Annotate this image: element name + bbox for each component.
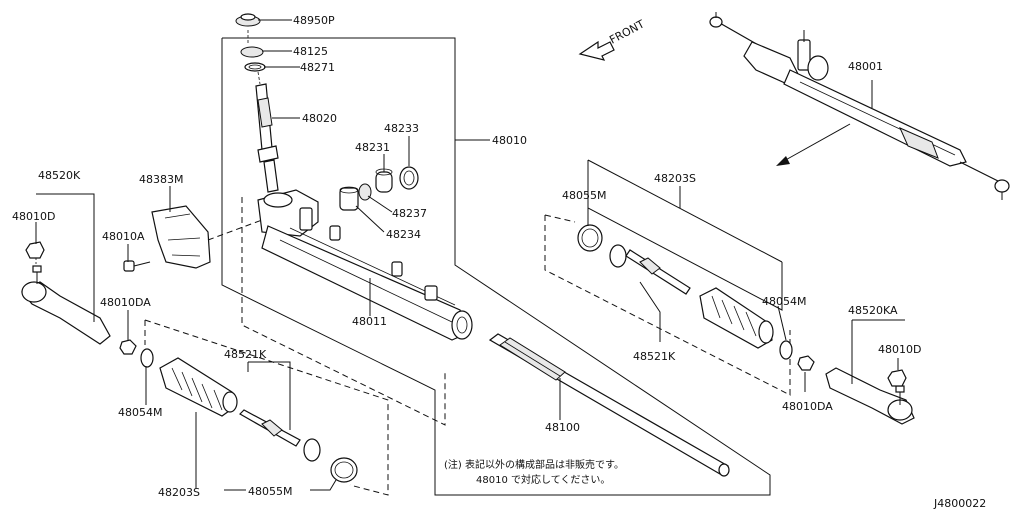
label-48271: 48271 [300,61,335,74]
front-label: FRONT [607,17,647,46]
leader-lines [35,19,905,491]
label-48054M-left: 48054M [118,406,162,419]
inner-socket-48521K-left [239,409,321,462]
right-kit-dashed-outline [544,215,791,396]
label-48010: 48010 [492,134,527,147]
nut-48010DA-left [119,339,137,355]
assembly-arrow-head [776,156,790,166]
steering-assembly-48001 [709,12,1010,200]
label-48234: 48234 [386,228,421,241]
label-48520K: 48520K [38,169,81,182]
clamp-48054M-right [779,340,793,360]
label-48010DA-right: 48010DA [782,400,833,413]
nut-48010D-left [25,241,45,259]
main-assembly-outline [221,37,771,496]
label-48383M: 48383M [139,173,183,186]
boot-48203S-left [159,357,238,417]
label-48010A: 48010A [102,230,145,243]
assembly-arrow-line [781,123,851,163]
seal-48233-inner [403,170,415,186]
spring-48237-shape [358,183,372,201]
tie-rod-end-48520K [21,265,111,345]
tie-rod-end-48520KA [825,367,915,425]
label-48055M-right: 48055M [562,189,606,202]
right-kit-bracket [587,160,783,311]
boot-48203S-right [699,287,774,349]
pinion-collar-48020 [257,145,279,163]
insulator-48383M [151,205,211,269]
clamp-48055M-left-inner [334,461,354,479]
left-kit-dashed-outline [144,319,389,496]
label-48125: 48125 [293,45,328,58]
label-48237: 48237 [392,207,427,220]
ring-48271-shape [244,62,266,72]
housing-dashed-outline [241,197,446,426]
retainer-48234-top [339,186,359,194]
label-48521K-right: 48521K [633,350,676,363]
plate-48125-shape [240,46,264,58]
pinion-axis-dash-2 [257,71,261,85]
label-48020: 48020 [302,112,337,125]
right-kit-bracket-top [587,159,783,263]
label-48203S-right: 48203S [654,172,696,185]
label-48010D-right: 48010D [878,343,921,356]
label-48054M-right: 48054M [762,295,806,308]
nut-48010DA-right [797,355,815,371]
diagram-code: J4800022 [933,497,986,510]
clamp-48055M-right-inner [581,228,599,248]
note-line-2: 48010 で対応してください。 [476,473,610,486]
retainer-48234-shape [339,187,359,211]
label-48231: 48231 [355,141,390,154]
front-arrow-icon [578,40,615,61]
label-48100: 48100 [545,421,580,434]
label-48010DA-left: 48010DA [100,296,151,309]
label-48011: 48011 [352,315,387,328]
label-48001: 48001 [848,60,883,73]
nut-48010D-right [887,369,907,387]
label-48203S-left: 48203S [158,486,200,499]
label-48010D-left: 48010D [12,210,55,223]
label-48233: 48233 [384,122,419,135]
seal-48233-shape [399,166,419,190]
label-48521K-left: 48521K [224,348,267,361]
pinion-tip-48020 [263,159,279,193]
gear-housing-48011 [257,189,473,341]
ring-48271-inner [248,64,262,70]
note-line-1: (注) 表記以外の構成部品は非販売です。 [444,458,624,471]
clamp-48054M-left [140,348,154,368]
label-48950P: 48950P [293,14,335,27]
inner-socket-48521K-right [609,244,691,295]
right-kit-dashed-outline-2 [544,214,576,223]
bolt-48010A [123,260,151,272]
insulator-leader-dash [207,219,263,241]
pinion-gear-48020 [257,97,273,128]
label-48055M-left: 48055M [248,485,292,498]
cap-48950P-top [240,13,256,21]
label-48520KA: 48520KA [848,304,898,317]
rack-48100 [488,333,730,477]
